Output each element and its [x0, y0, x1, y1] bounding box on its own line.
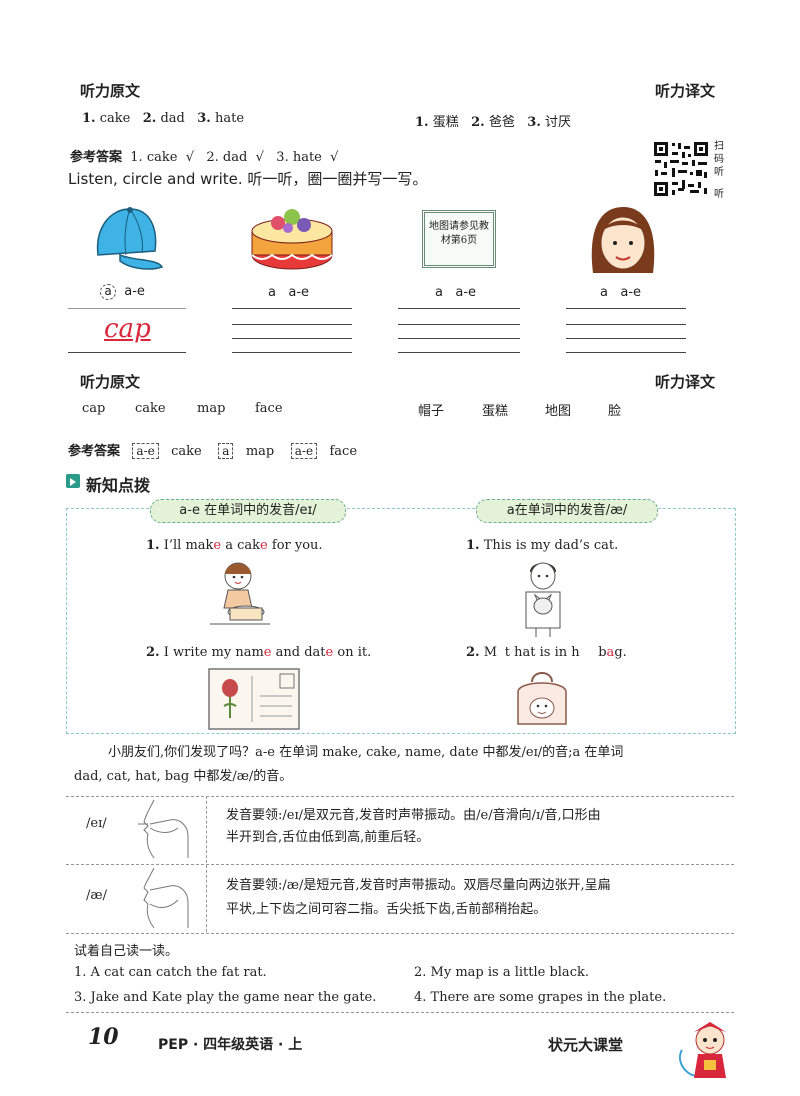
section-title: 新知点拨: [86, 476, 151, 495]
practice-sentence-2: 2. My map is a little black.: [414, 965, 589, 980]
translation-items: 1. 蛋糕 2. 爸爸 3. 讨厌: [415, 115, 572, 130]
listen-translation-heading-2: 听力译文: [655, 373, 716, 391]
book-title: PEP · 四年级英语 · 上: [158, 1037, 303, 1053]
write-line[interactable]: [398, 308, 520, 309]
mouth-diagram-ei-icon: [136, 798, 198, 860]
practice-sentence-4: 4. There are some grapes in the plate.: [414, 990, 667, 1005]
answer-line-1: 参考答案 1. cake √ 2. dad √ 3. hate √: [70, 150, 339, 165]
write-line[interactable]: [566, 308, 686, 309]
page-number: 10: [88, 1024, 119, 1050]
qr-code-icon[interactable]: [652, 140, 710, 198]
practice-title: 试着自己读一读。: [74, 944, 179, 959]
map-placeholder-box: 地图请参见教材第6页: [422, 210, 496, 268]
mouth-diagram-ae-icon: [136, 866, 198, 930]
bag-image: [512, 668, 572, 728]
right-sentence-2: 2. Mat hat is in has bag.: [466, 645, 627, 660]
write-line[interactable]: [566, 324, 686, 325]
divider: [66, 1012, 734, 1014]
option-3[interactable]: a a-e: [435, 285, 477, 300]
write-line[interactable]: [232, 352, 352, 353]
left-phonics-tag: a-e 在单词中的发音/eɪ/: [150, 499, 346, 523]
divider: [66, 864, 734, 866]
option-4[interactable]: a a-e: [600, 285, 642, 300]
listen-original-heading: 听力原文: [80, 82, 141, 100]
ae-tips: 发音要领:/æ/是短元音,发音时声带振动。双唇尽量向两边张开,呈扁 平状,上下齿…: [226, 878, 611, 917]
mid-word-2: cake: [135, 401, 166, 416]
write-line[interactable]: [232, 324, 352, 325]
mid-trans-4: 脸: [608, 404, 622, 419]
section-arrow-icon: [66, 474, 80, 488]
right-phonics-tag: a在单词中的发音/æ/: [476, 499, 658, 523]
write-line[interactable]: [398, 338, 520, 339]
listen-original-heading-2: 听力原文: [80, 373, 141, 391]
written-answer: cap: [104, 314, 151, 344]
original-items: 1. cake 2. dad 3. hate: [82, 111, 245, 126]
mascot-logo-icon: [676, 1020, 736, 1082]
mid-word-1: cap: [82, 401, 106, 416]
boy-with-cat-image: [518, 558, 568, 638]
write-line[interactable]: [398, 352, 520, 353]
face-image: [588, 203, 658, 275]
left-sentence-1: 1. I’ll make a cake for you.: [146, 538, 323, 553]
summary-line-1: 小朋友们,你们发现了吗？a-e 在单词 make, cake, name, da…: [108, 745, 624, 760]
write-line[interactable]: [566, 338, 686, 339]
option-1[interactable]: a a-e: [100, 284, 145, 300]
mid-word-4: face: [255, 401, 283, 416]
girl-with-cake-image: [208, 558, 272, 628]
qr-caption: 扫码听听: [714, 141, 724, 200]
practice-sentence-3: 3. Jake and Kate play the game near the …: [74, 990, 377, 1005]
write-line[interactable]: [232, 308, 352, 309]
ei-symbol: /eɪ/: [86, 816, 107, 831]
write-line[interactable]: [566, 352, 686, 353]
mid-trans-1: 帽子: [418, 404, 445, 419]
mid-trans-2: 蛋糕: [482, 404, 509, 419]
right-sentence-1: 1. This is my dad’s cat.: [466, 538, 619, 553]
left-sentence-2: 2. I write my name and date on it.: [146, 645, 372, 660]
mid-word-3: map: [197, 401, 226, 416]
summary-line-2: dad, cat, hat, bag 中都发/æ/的音。: [74, 769, 293, 784]
cap-image: [90, 203, 165, 273]
answer-line-2: 参考答案 a-e cake a map a-e face: [68, 443, 358, 459]
practice-sentence-1: 1. A cat can catch the fat rat.: [74, 965, 267, 980]
pronunciation-box: [66, 796, 734, 934]
ae-symbol: /æ/: [86, 888, 107, 903]
write-line[interactable]: [232, 338, 352, 339]
brand-name: 状元大课堂: [548, 1036, 624, 1054]
task-instruction: Listen, circle and write. 听一听，圈一圈并写一写。: [68, 170, 428, 188]
write-line: [68, 308, 186, 309]
write-line: [68, 352, 186, 353]
cake-image: [248, 203, 336, 275]
postcard-image: [208, 668, 300, 730]
phonics-box: [66, 508, 736, 734]
write-line[interactable]: [398, 324, 520, 325]
ei-tips: 发音要领:/eɪ/是双元音,发音时声带振动。由/e/音滑向/ɪ/音,口形由 半开…: [226, 808, 601, 845]
listen-translation-heading: 听力译文: [655, 82, 716, 100]
mid-trans-3: 地图: [545, 404, 572, 419]
option-2[interactable]: a a-e: [268, 285, 310, 300]
